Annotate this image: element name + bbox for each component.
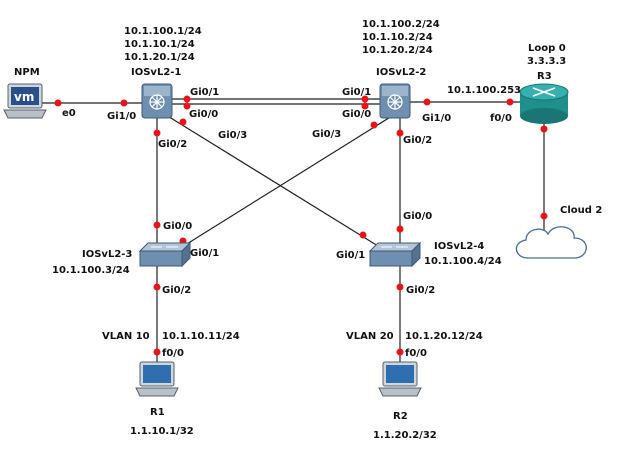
link-sw2-sw3 xyxy=(173,115,393,253)
sw2-port-gi0-3: Gi0/3 xyxy=(312,129,341,140)
host-icon xyxy=(378,361,422,397)
port-dot-sw3-gi0-2 xyxy=(153,283,161,291)
sw1-port-gi0-1: Gi0/1 xyxy=(190,87,219,98)
r2-gw-ip: 10.1.20.12/24 xyxy=(405,331,483,342)
port-dot-sw2-gi0-3 xyxy=(370,121,378,129)
npm-port-e0: e0 xyxy=(62,108,76,119)
links xyxy=(38,98,545,364)
port-dot-r1-f0-0 xyxy=(153,348,161,356)
sw3-name-label: IOSvL2-3 xyxy=(82,249,132,260)
cloud-icon xyxy=(515,226,587,259)
vm-host-icon: vm xyxy=(3,83,47,119)
vm-badge: vm xyxy=(14,90,34,104)
sw1-port-gi0-0: Gi0/0 xyxy=(189,109,218,120)
port-dots xyxy=(54,95,548,356)
sw1-ip-2: 10.1.10.1/24 xyxy=(124,39,195,50)
r1-vlan-label: VLAN 10 xyxy=(102,331,150,342)
port-dot-r3-f0-0 xyxy=(506,98,514,106)
r3-loop-label: Loop 0 xyxy=(528,43,566,54)
sw2-ip-2: 10.1.10.2/24 xyxy=(362,32,433,43)
port-dot-sw1-gi1-0 xyxy=(120,99,128,107)
l2-switch-icon xyxy=(138,241,192,268)
port-dot-sw2-gi0-1 xyxy=(361,95,369,103)
sw3-ip: 10.1.100.3/24 xyxy=(52,265,130,276)
r2-vlan-label: VLAN 20 xyxy=(346,331,394,342)
r2-name-label: R2 xyxy=(393,411,408,422)
sw4-port-gi0-1: Gi0/1 xyxy=(336,250,365,261)
port-dot-sw1-gi0-3 xyxy=(179,118,187,126)
r1-port-f0-0: f0/0 xyxy=(162,348,184,359)
sw2-port-gi0-1: Gi0/1 xyxy=(342,87,371,98)
port-dot-sw4-gi0-1 xyxy=(359,231,367,239)
r2-port-f0-0: f0/0 xyxy=(405,348,427,359)
device-r2[interactable]: VLAN 20 10.1.20.12/24 f0/0 R2 1.1.20.2/3… xyxy=(346,331,483,441)
npm-name-label: NPM xyxy=(14,67,40,78)
port-dot-r3-down xyxy=(540,125,548,133)
sw3-port-gi0-2: Gi0/2 xyxy=(162,285,191,296)
port-dot-sw3-gi0-0 xyxy=(153,221,161,229)
sw2-port-gi0-2: Gi0/2 xyxy=(403,135,432,146)
r1-gw-ip: 10.1.10.11/24 xyxy=(162,331,240,342)
port-dot-sw4-gi0-2 xyxy=(396,283,404,291)
port-dot-sw2-gi0-0 xyxy=(361,102,369,110)
sw2-ip-1: 10.1.100.2/24 xyxy=(362,19,440,30)
device-npm[interactable]: vm NPM e0 xyxy=(3,67,76,119)
port-dot-sw2-gi1-0 xyxy=(423,98,431,106)
sw1-port-gi1-0: Gi1/0 xyxy=(107,111,136,122)
sw2-port-gi1-0: Gi1/0 xyxy=(422,113,451,124)
device-cloud2[interactable]: Cloud 2 xyxy=(515,205,602,259)
sw2-name-label: IOSvL2-2 xyxy=(376,67,426,78)
device-iosvl2-3[interactable]: Gi0/0 IOSvL2-3 Gi0/1 10.1.100.3/24 Gi0/2 xyxy=(52,221,219,296)
device-iosvl2-2[interactable]: 10.1.100.2/24 10.1.10.2/24 10.1.20.2/24 … xyxy=(312,19,451,146)
device-r3[interactable]: Loop 0 3.3.3.3 R3 10.1.100.253 f0/0 xyxy=(447,43,569,124)
l3-switch-icon xyxy=(141,83,173,119)
sw3-port-gi0-1: Gi0/1 xyxy=(190,248,219,259)
sw2-port-gi0-0: Gi0/0 xyxy=(342,109,371,120)
sw4-port-gi0-0: Gi0/0 xyxy=(403,211,432,222)
cloud2-name-label: Cloud 2 xyxy=(560,205,602,216)
port-dot-npm-e0 xyxy=(54,99,62,107)
sw1-name-label: IOSvL2-1 xyxy=(131,67,181,78)
sw3-port-gi0-0: Gi0/0 xyxy=(163,221,192,232)
port-dot-r2-f0-0 xyxy=(396,348,404,356)
device-r1[interactable]: VLAN 10 10.1.10.11/24 f0/0 R1 1.1.10.1/3… xyxy=(102,331,240,437)
sw1-port-gi0-2: Gi0/2 xyxy=(158,139,187,150)
port-dot-cloud2 xyxy=(540,212,548,220)
sw1-ip-1: 10.1.100.1/24 xyxy=(124,26,202,37)
host-icon xyxy=(135,361,179,397)
link-sw1-sw4 xyxy=(165,114,379,247)
r1-name-label: R1 xyxy=(150,407,165,418)
device-iosvl2-1[interactable]: 10.1.100.1/24 10.1.10.1/24 10.1.20.1/24 … xyxy=(107,26,247,150)
port-dot-sw4-gi0-0 xyxy=(396,225,404,233)
port-dot-sw1-gi0-1 xyxy=(183,95,191,103)
r1-ip: 1.1.10.1/32 xyxy=(130,426,194,437)
l3-switch-icon xyxy=(379,83,411,119)
sw1-ip-3: 10.1.20.1/24 xyxy=(124,52,195,63)
r3-loop-ip: 3.3.3.3 xyxy=(527,56,566,67)
r2-ip: 1.1.20.2/32 xyxy=(373,430,437,441)
port-dot-sw1-gi0-2 xyxy=(153,129,161,137)
r3-name-label: R3 xyxy=(537,71,552,82)
port-dot-sw2-gi0-2 xyxy=(396,129,404,137)
l2-switch-icon xyxy=(368,241,422,268)
sw1-port-gi0-3: Gi0/3 xyxy=(218,130,247,141)
sw4-port-gi0-2: Gi0/2 xyxy=(406,285,435,296)
port-dot-sw1-gi0-0 xyxy=(183,102,191,110)
r3-link-ip: 10.1.100.253 xyxy=(447,85,521,96)
router-icon xyxy=(519,83,569,124)
device-iosvl2-4[interactable]: Gi0/0 Gi0/1 IOSvL2-4 10.1.100.4/24 Gi0/2 xyxy=(336,211,502,296)
r3-port-f0-0: f0/0 xyxy=(490,113,512,124)
sw4-ip: 10.1.100.4/24 xyxy=(424,256,502,267)
sw2-ip-3: 10.1.20.2/24 xyxy=(362,45,433,56)
sw4-name-label: IOSvL2-4 xyxy=(434,241,484,252)
